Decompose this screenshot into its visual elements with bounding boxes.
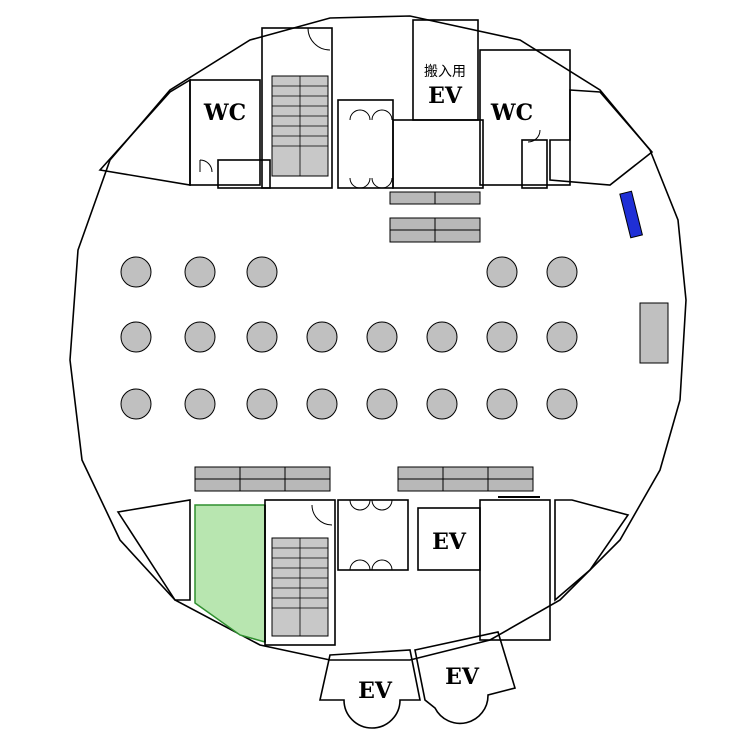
wc-right-door (527, 129, 541, 143)
lower-counters (194, 466, 534, 492)
lower-corridor-door-b (349, 559, 393, 571)
upper-center-room (392, 119, 484, 189)
upper-right-wedge-room (549, 89, 654, 186)
column (184, 256, 216, 288)
column (366, 321, 398, 353)
lower-corridor-door-a (349, 499, 393, 511)
wc-left-door (199, 159, 213, 173)
lower-corridor (337, 499, 409, 571)
upper-stair-door (307, 27, 331, 51)
upper-stair-treads (272, 76, 328, 176)
column (246, 388, 278, 420)
wc-left-vestibule (217, 159, 271, 189)
cargo-ev-label: EV (428, 83, 463, 109)
lower-stair-core (264, 499, 336, 646)
wc-right-label: WC (490, 100, 533, 126)
column (366, 388, 398, 420)
lower-right-room (479, 499, 551, 641)
column (546, 388, 578, 420)
upper-stair-core (261, 27, 333, 189)
column (120, 321, 152, 353)
bottom-left-ev-room (319, 649, 421, 729)
bottom-right-ev-label: EV (445, 664, 480, 690)
cargo-ev-caption: 搬入用 (424, 64, 466, 80)
column (246, 256, 278, 288)
upper-left-wedge-room (98, 78, 191, 186)
column (426, 321, 458, 353)
lower-ev-label: EV (432, 529, 467, 555)
column (486, 256, 518, 288)
highlighted-room (194, 504, 266, 643)
column (426, 388, 458, 420)
lower-right-wedge-room (554, 499, 630, 602)
column (486, 388, 518, 420)
column (184, 321, 216, 353)
column (546, 256, 578, 288)
bottom-right-ev-room (414, 631, 517, 725)
column (184, 388, 216, 420)
column (246, 321, 278, 353)
upper-counters (389, 191, 481, 243)
right-grey-block (639, 302, 669, 364)
blue-marker (619, 190, 643, 239)
wc-right-vestibule (521, 139, 548, 189)
column (120, 256, 152, 288)
lower-stair-door (311, 504, 333, 526)
upper-corridor-door-b (349, 177, 393, 189)
columns (120, 256, 578, 420)
bottom-left-ev-label: EV (358, 678, 393, 704)
wc-left-label: WC (203, 100, 246, 126)
column (306, 388, 338, 420)
column (120, 388, 152, 420)
wc-left-room (189, 79, 261, 186)
column (306, 321, 338, 353)
upper-corridor (337, 99, 394, 189)
upper-corridor-door-a (349, 109, 393, 121)
column (486, 321, 518, 353)
lower-stair-treads (272, 538, 328, 636)
column (546, 321, 578, 353)
lower-left-wedge-room (116, 499, 191, 601)
